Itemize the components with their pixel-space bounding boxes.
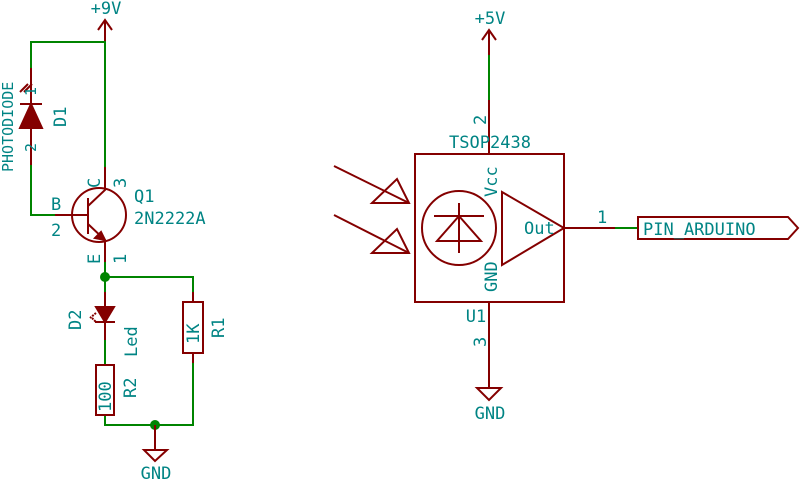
d1-pin1: 1 <box>22 87 40 96</box>
power-5v-label: +5V <box>475 9 506 29</box>
r2-value: 100 <box>96 381 116 412</box>
r1-value: 1K <box>184 323 204 344</box>
gnd-symbol-right[interactable]: GND <box>474 387 506 424</box>
net-label-text: PIN_ARDUINO <box>643 220 756 240</box>
q1-value: 2N2222A <box>134 209 206 229</box>
d1-pin2: 2 <box>22 143 40 152</box>
power-9v-symbol[interactable]: +9V <box>91 0 122 42</box>
q1-pin-e: E <box>85 254 105 264</box>
transistor-q1[interactable]: B 2 C 3 E 1 Q1 2N2222A <box>51 167 206 264</box>
ir-receiver-u1[interactable]: TSOP2438 U1 Vcc GND Out 2 3 1 <box>333 100 615 388</box>
power-5v-symbol[interactable]: +5V <box>475 9 506 100</box>
d2-value: Led <box>122 326 142 357</box>
photodiode-d1[interactable]: PHOTODIODE D1 1 2 <box>0 68 71 172</box>
d2-ref: D2 <box>66 310 86 330</box>
power-9v-label: +9V <box>91 0 122 19</box>
u1-pin-gnd: GND <box>482 261 502 292</box>
u1-pin-vcc-num: 2 <box>471 115 491 125</box>
led-d2[interactable]: D2 Led <box>66 292 142 357</box>
u1-pin-out: Out <box>524 219 555 239</box>
u1-pin-out-num: 1 <box>597 208 607 228</box>
d1-ref: D1 <box>51 107 71 127</box>
q1-ref: Q1 <box>134 187 154 207</box>
net-label-pin-arduino[interactable]: PIN_ARDUINO <box>615 216 800 240</box>
q1-pin-c-num: 3 <box>111 178 131 188</box>
u1-ref: U1 <box>466 307 486 327</box>
wires-left <box>30 41 194 426</box>
r1-ref: R1 <box>209 318 229 338</box>
junction-dot <box>100 272 110 282</box>
resistor-r2[interactable]: 100 R2 <box>95 364 141 416</box>
q1-pin-c: C <box>85 178 105 188</box>
q1-pin-e-num: 1 <box>111 254 131 264</box>
gnd-left-label: GND <box>141 464 172 482</box>
q1-pin-b: B <box>51 195 61 215</box>
q1-pin-b-num: 2 <box>51 221 61 241</box>
resistor-r1[interactable]: 1K R1 <box>182 292 229 363</box>
d1-value: PHOTODIODE <box>0 82 17 172</box>
u1-value: TSOP2438 <box>449 133 531 153</box>
u1-pin-vcc: Vcc <box>482 166 502 197</box>
r2-ref: R2 <box>121 378 141 398</box>
gnd-symbol-left[interactable]: GND <box>141 425 172 482</box>
u1-pin-gnd-num: 3 <box>471 337 491 347</box>
gnd-right-label: GND <box>475 404 506 424</box>
